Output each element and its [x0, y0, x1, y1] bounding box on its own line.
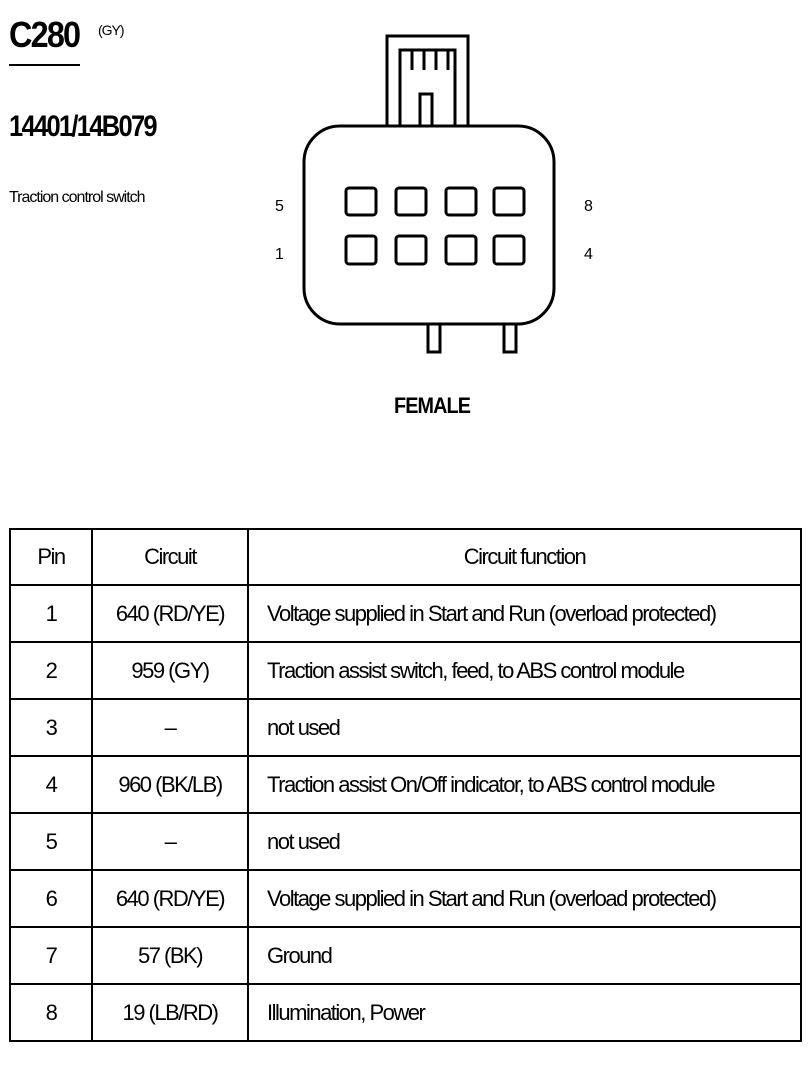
cell-pin: 1 [9, 584, 93, 643]
bottom-key [426, 322, 442, 354]
pin-label-top-left: 5 [275, 198, 284, 215]
pin-cavity [492, 186, 526, 217]
pin-table: Pin Circuit Circuit function 1 640 (RD/Y… [9, 528, 802, 1042]
table-header-row: Pin Circuit Circuit function [9, 528, 802, 586]
table-row: 1 640 (RD/YE) Voltage supplied in Start … [9, 584, 802, 643]
connector-id: C280 [9, 14, 81, 55]
part-number: 14401/14B079 [9, 110, 158, 143]
cell-circuit: 960 (BK/LB) [91, 755, 249, 814]
pin-cavity [344, 234, 378, 266]
header-circuit-function: Circuit function [247, 528, 802, 586]
cell-circuit: – [91, 698, 249, 757]
cell-function: Voltage supplied in Start and Run (overl… [247, 869, 802, 928]
cell-circuit: 19 (LB/RD) [91, 983, 249, 1042]
cell-function: not used [247, 698, 802, 757]
pin-label-top-right: 8 [584, 198, 593, 215]
connector-diagram: 5 1 8 4 [260, 30, 620, 370]
pin-cavity [344, 186, 378, 217]
cell-pin: 7 [9, 926, 93, 985]
connector-id-underline [9, 64, 80, 66]
cell-circuit: 959 (GY) [91, 641, 249, 700]
pin-cavity [492, 234, 526, 266]
pin-cavity [444, 234, 478, 266]
header-pin: Pin [9, 528, 93, 586]
cell-circuit: 640 (RD/YE) [91, 584, 249, 643]
cell-pin: 5 [9, 812, 93, 871]
cell-pin: 8 [9, 983, 93, 1042]
pin-cavity [444, 186, 478, 217]
connector-color: (GY) [98, 22, 125, 38]
table-row: 3 – not used [9, 698, 802, 757]
cell-circuit: 640 (RD/YE) [91, 869, 249, 928]
cell-function: Traction assist switch, feed, to ABS con… [247, 641, 802, 700]
pin-label-bottom-left: 1 [275, 246, 284, 263]
cell-function: Ground [247, 926, 802, 985]
component-name: Traction control switch [9, 189, 146, 206]
cell-pin: 2 [9, 641, 93, 700]
cell-function: Traction assist On/Off indicator, to ABS… [247, 755, 802, 814]
cell-function: Voltage supplied in Start and Run (overl… [247, 584, 802, 643]
cell-function: not used [247, 812, 802, 871]
cell-circuit: – [91, 812, 249, 871]
cell-pin: 3 [9, 698, 93, 757]
table-row: 6 640 (RD/YE) Voltage supplied in Start … [9, 869, 802, 928]
cell-circuit: 57 (BK) [91, 926, 249, 985]
table-row: 7 57 (BK) Ground [9, 926, 802, 985]
connector-gender: FEMALE [394, 393, 471, 418]
connector-body [302, 124, 556, 326]
pin-cavity [394, 186, 428, 217]
connector-face-drawing [302, 34, 556, 354]
header-circuit: Circuit [91, 528, 249, 586]
pin-label-bottom-right: 4 [584, 246, 593, 263]
cell-pin: 4 [9, 755, 93, 814]
pin-cavity [394, 234, 428, 266]
table-row: 8 19 (LB/RD) Illumination, Power [9, 983, 802, 1042]
cell-pin: 6 [9, 869, 93, 928]
table-row: 2 959 (GY) Traction assist switch, feed,… [9, 641, 802, 700]
table-row: 5 – not used [9, 812, 802, 871]
cell-function: Illumination, Power [247, 983, 802, 1042]
table-row: 4 960 (BK/LB) Traction assist On/Off ind… [9, 755, 802, 814]
bottom-key [502, 322, 518, 354]
